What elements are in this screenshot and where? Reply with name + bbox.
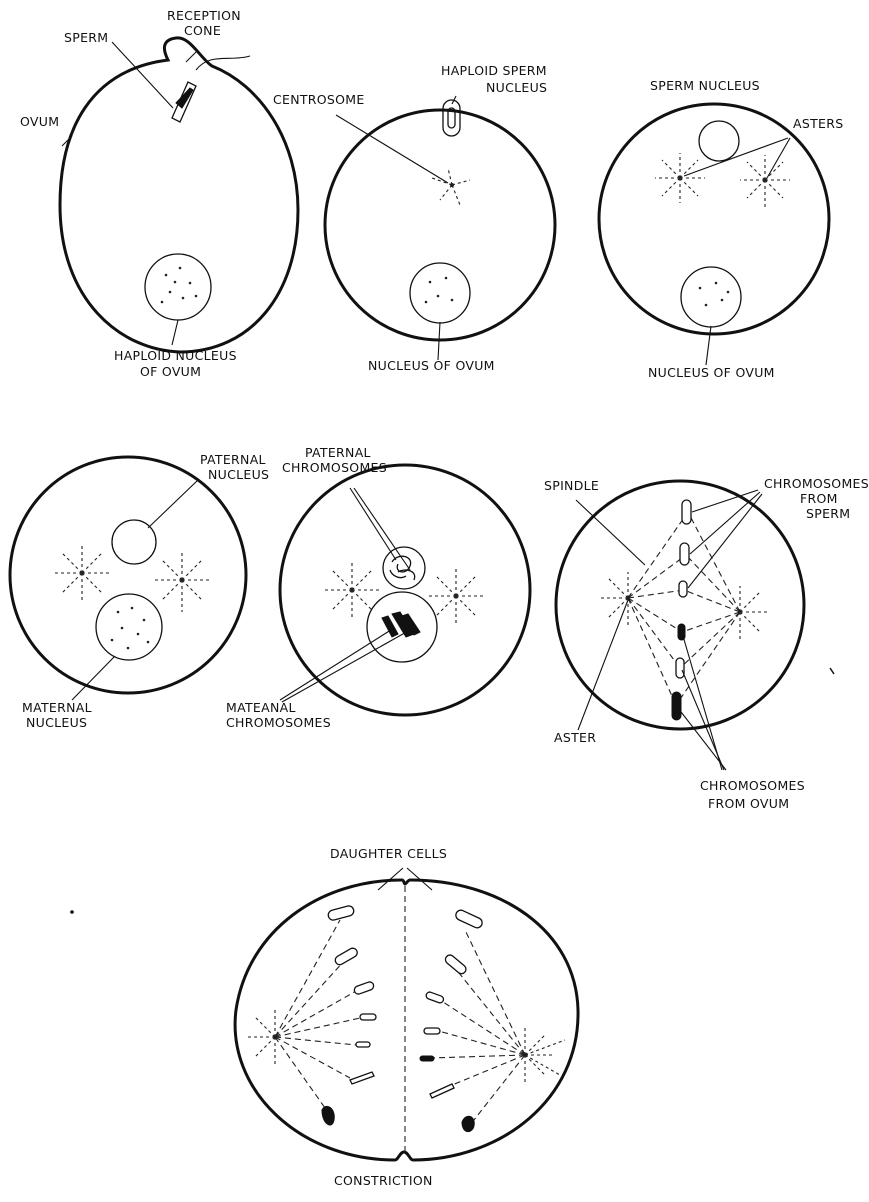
label-sperm-nucleus: SPERM NUCLEUS <box>650 78 760 93</box>
aster-left <box>655 153 705 203</box>
label-reception-cone-2: CONE <box>184 23 221 38</box>
haploid-nucleus-of-ovum <box>145 254 211 320</box>
stage-3-asters: SPERM NUCLEUS ASTERS NUCLEUS OF OVUM <box>599 78 843 380</box>
nucleus-speckles <box>161 267 198 304</box>
daughter-cell-left <box>245 905 376 1125</box>
paternal-chromosomes-leader-1 <box>350 488 396 560</box>
zygote-cell <box>280 465 530 715</box>
label-asters: ASTERS <box>793 116 843 131</box>
label-chromosomes-from-sperm-2: FROM <box>800 491 838 506</box>
label-nucleus-of-ovum: NUCLEUS OF OVUM <box>368 358 495 373</box>
centrosome-aster <box>432 168 470 205</box>
stage-6-spindle: SPINDLE CHROMOSOMES FROM SPERM ASTER CHR… <box>544 476 869 811</box>
stage-4-pronuclei: PATERNAL NUCLEUS MATERNAL NUCLEUS <box>10 452 269 730</box>
label-haploid-sperm-nucleus-2: NUCLEUS <box>486 80 547 95</box>
label-paternal-chromosomes-1: PATERNAL <box>305 445 371 460</box>
aster-right <box>740 155 790 207</box>
aster-leader <box>578 600 628 730</box>
label-paternal-chromosomes-2: CHROMOSOMES <box>282 460 387 475</box>
maternal-nucleus <box>96 594 162 660</box>
label-chromosomes-from-sperm-3: SPERM <box>806 506 850 521</box>
haploid-nucleus-leader <box>172 320 178 345</box>
nucleus-of-ovum <box>681 267 741 327</box>
ovum-chromosomes-leader-2 <box>682 670 724 770</box>
maternal-nucleus-leader <box>72 656 115 700</box>
maternal-nucleus-speckles <box>111 607 150 650</box>
label-chromosomes-from-ovum-1: CHROMOSOMES <box>700 778 805 793</box>
nucleus-of-ovum-leader <box>706 326 711 365</box>
paternal-nucleus <box>383 547 425 589</box>
nucleus-speckles <box>425 277 454 304</box>
spindle-leader <box>576 500 645 565</box>
label-maternal-nucleus-1: MATERNAL <box>22 700 92 715</box>
label-chromosomes-from-ovum-2: FROM OVUM <box>708 796 789 811</box>
label-maternal-chromosomes-2: CHROMOSOMES <box>226 715 331 730</box>
label-sperm: SPERM <box>64 30 108 45</box>
sperm-chromosomes-leader-3 <box>688 494 762 588</box>
label-paternal-nucleus-1: PATERNAL <box>200 452 266 467</box>
reception-cone-leader <box>186 50 198 62</box>
label-chromosomes-from-sperm-1: CHROMOSOMES <box>764 476 869 491</box>
stage-5-chromosomes: PATERNAL CHROMOSOMES MATEANAL CHROMOSOME… <box>226 445 530 730</box>
label-nucleus-of-ovum: NUCLEUS OF OVUM <box>648 365 775 380</box>
label-constriction: CONSTRICTION <box>334 1173 433 1188</box>
aster-left <box>600 572 630 625</box>
haploid-sperm-nucleus <box>443 100 460 136</box>
ovum-cell <box>60 38 298 352</box>
stray-dot <box>70 910 74 914</box>
stage-7-daughter-cells: DAUGHTER CELLS CONSTRICTION <box>235 846 578 1188</box>
daughter-cell-right <box>420 909 565 1132</box>
label-aster: ASTER <box>554 730 596 745</box>
chromosomes-from-sperm <box>679 500 691 597</box>
label-haploid-nucleus-1: HAPLOID NUCLEUS <box>114 348 237 363</box>
label-reception-cone-1: RECEPTION <box>167 8 241 23</box>
stage-2-sperm-nucleus: CENTROSOME HAPLOID SPERM NUCLEUS NUCLEUS… <box>273 63 555 373</box>
label-centrosome: CENTROSOME <box>273 92 365 107</box>
dividing-cell <box>235 880 578 1160</box>
ovum-cell <box>325 110 555 340</box>
paternal-chromosomes-leader-2 <box>354 488 410 570</box>
label-maternal-chromosomes-1: MATEANAL <box>226 700 296 715</box>
aster-left <box>52 543 112 603</box>
stray-mark <box>830 668 834 674</box>
nucleus-of-ovum <box>410 263 470 323</box>
label-paternal-nucleus-2: NUCLEUS <box>208 467 269 482</box>
aster-right <box>152 550 212 612</box>
sperm-nucleus <box>699 121 739 161</box>
label-ovum: OVUM <box>20 114 59 129</box>
aster-right <box>738 586 770 640</box>
aster-right <box>426 566 486 626</box>
maternal-chromosomes <box>382 612 420 637</box>
stage-1-sperm-entry: RECEPTION CONE SPERM OVUM HAPLOID NUCLEU… <box>20 8 298 379</box>
zygote-cell <box>10 457 246 693</box>
ovum-cell <box>599 104 829 334</box>
nucleus-speckles <box>699 282 730 307</box>
label-haploid-nucleus-2: OF OVUM <box>140 364 201 379</box>
label-maternal-nucleus-2: NUCLEUS <box>26 715 87 730</box>
label-daughter-cells: DAUGHTER CELLS <box>330 846 447 861</box>
label-spindle: SPINDLE <box>544 478 599 493</box>
maternal-chromosomes-leader-1 <box>280 628 394 700</box>
maternal-chromosomes-leader-2 <box>282 630 410 702</box>
aster-left <box>322 560 382 620</box>
paternal-nucleus-leader <box>148 480 198 528</box>
label-haploid-sperm-nucleus-1: HAPLOID SPERM <box>441 63 547 78</box>
